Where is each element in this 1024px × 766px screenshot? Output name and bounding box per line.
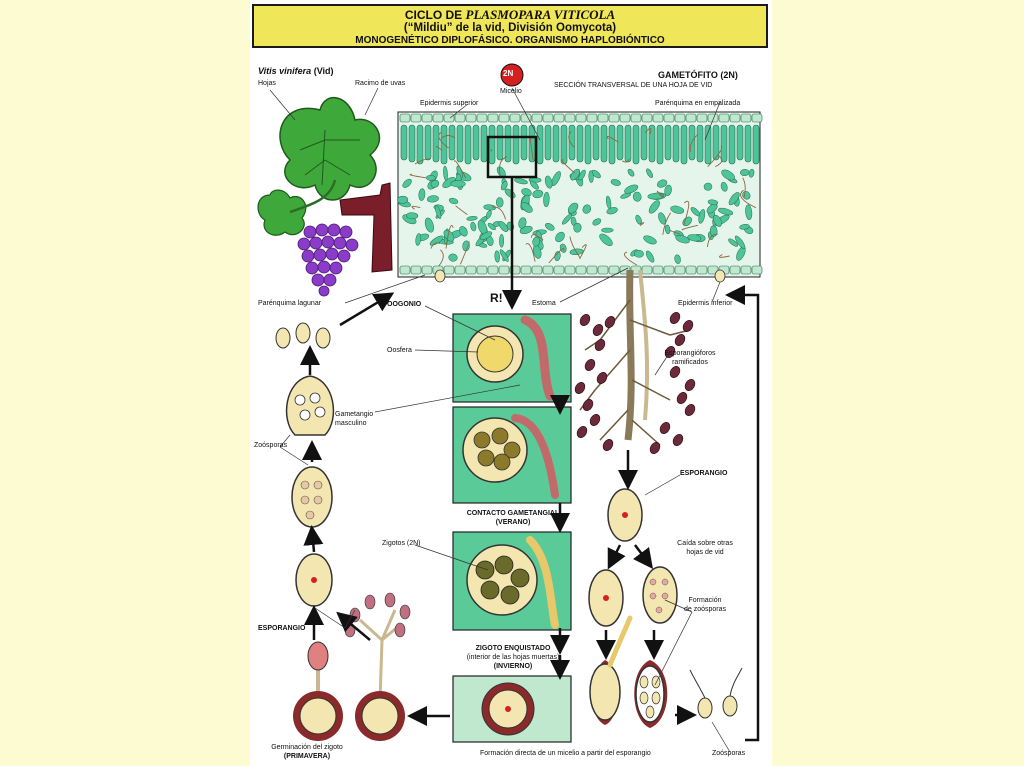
right-sporangium-detached [607,488,643,542]
diagram-sheet: CICLO DE PLASMOPARA VITICOLA (“Mildiu” d… [250,0,772,766]
left-sporangium-upper [291,466,333,528]
cross-section-label: SECCIÓN TRANSVERSAL DE UNA HOJA DE VID [554,82,713,89]
falling-label-2: hojas de vid [686,549,724,556]
sporangiophores-label-2: ramificados [672,359,708,366]
gametophyte-label: GAMETÓFITO (2N) [658,70,738,80]
zoospore-formation-label-1: Formación [688,597,722,604]
zoospore-formation-label-2: de zoósporas [683,606,727,613]
male-gametangium-illustration [285,375,335,436]
leaf-cross-section [397,111,763,283]
vine-leaves-illustration [257,96,381,236]
lower-epidermis-label: Epidermis inferior [678,300,733,307]
title-line-2: (“Mildiu” de la vid, División Oomycota) [403,22,617,34]
upper-epidermis-label: Epidermis superior [420,100,479,107]
title-line-3: MONOGENÉTICO DIPLOFÁSICO. ORGANISMO HAPL… [355,35,665,46]
ploidy-badge-circle [500,63,524,87]
sporangiophores-illustration [574,269,696,454]
ploidy-badge-text: 2N [503,69,514,78]
zygote-germination-label-1: Germinación del zigoto [271,744,343,751]
label-leader-lines [269,87,731,753]
title-line-1: CICLO DE PLASMOPARA VITICOLA [254,7,766,23]
palisade-label: Parénquima en empalizada [655,100,741,107]
oogonium-panel [452,313,572,403]
direct-mycelium-sporangium [589,615,633,725]
host-common-name: (Vid) [313,66,334,76]
germinating-zygote-left [293,641,343,741]
gametangial-contact-panel [452,406,572,504]
grape-cluster-label: Racimo de uvas [355,80,406,87]
zoospore-forming-sporangium [634,660,668,728]
zoospores-right-label: Zoósporas [712,750,746,757]
leaves-label: Hojas [258,80,276,87]
stoma-label: Estoma [532,300,556,307]
sporangiophores-label-1: Esporangióforos [664,350,716,357]
left-zoospores-illustration [275,322,331,349]
gametangial-contact-label-2: (VERANO) [495,519,531,526]
sporangium-right-label: ESPORANGIO [680,470,728,477]
zoospores-left-label: Zoósporas [254,442,288,449]
direct-mycelium-label: Formación directa de un micelio a partir… [480,750,651,757]
male-gametangium-label-2: masculino [335,420,367,427]
falling-label-1: Caída sobre otras [677,540,733,547]
male-gametangium-label-1: Gametangio [335,411,374,418]
oogonium-label: OOGONIO [387,301,422,308]
left-sporangium-lower [295,553,333,607]
title-box: CICLO DE PLASMOPARA VITICOLA (“Mildiu” d… [252,4,768,48]
host-name-label: Vitis vinifera (Vid) [258,66,334,76]
germinating-zygote-right [344,592,411,741]
zygotes-panel [452,531,572,631]
mycelium-label: Micelio [500,88,522,95]
encysted-zygote-label-3: (INVIERNO) [493,663,533,670]
sporangium-left-label: ESPORANGIO [258,625,306,632]
meiosis-label: R! [490,291,503,305]
oosphere-label: Oosfera [387,347,412,354]
encysted-zygote-label-1: ZIGOTO ENQUISTADO [475,645,551,652]
grape-cluster-illustration [297,223,359,297]
title-species: PLASMOPARA VITICOLA [465,7,616,22]
title-prefix: CICLO DE [404,8,463,22]
zygotes-label: Zigotos (2N) [382,540,421,547]
right-sporangium-b [642,566,678,624]
cycle-arrows [300,177,760,742]
life-cycle-diagram [257,63,763,753]
zygote-germination-label-2: (PRIMAVERA) [283,753,331,760]
encysted-zygote-label-2: (interior de las hojas muertas) [466,654,560,661]
encysted-zygote-panel [452,675,572,743]
gametangial-contact-label-1: CONTACTO GAMETANGIAL [466,510,560,517]
spongy-parenchyma-label: Parénquima lagunar [258,300,322,307]
host-species: Vitis vinifera [258,66,312,76]
vine-trunk-illustration [339,182,393,273]
right-zoospores-illustration [689,667,743,719]
right-sporangium-a [588,569,624,627]
